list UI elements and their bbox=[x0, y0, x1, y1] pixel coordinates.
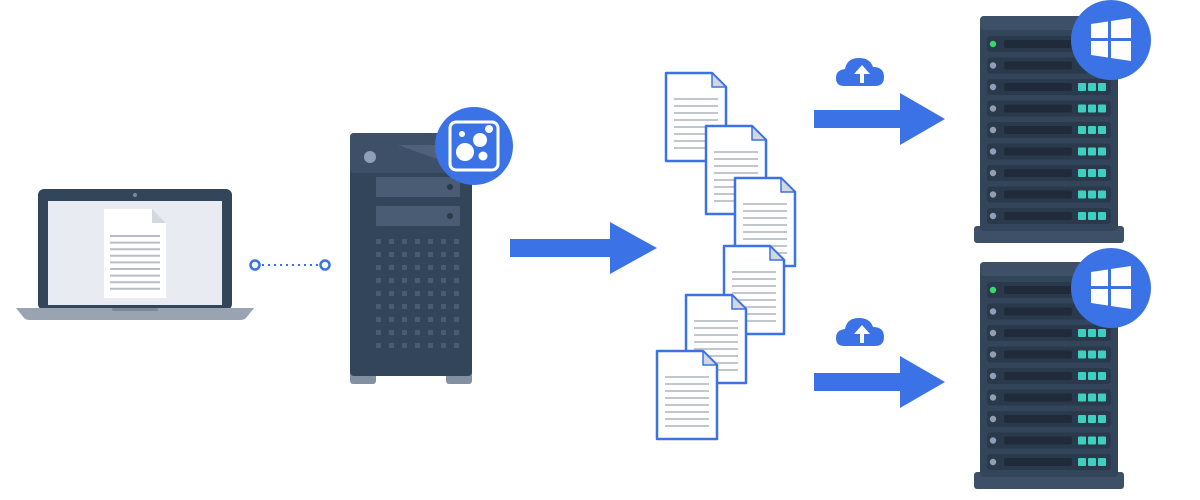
laptop-icon bbox=[16, 189, 254, 320]
arrow-right-icon bbox=[814, 93, 945, 145]
windows-logo-icon bbox=[1071, 248, 1151, 328]
windows-logo-icon bbox=[1071, 0, 1151, 80]
rack-server-icon bbox=[974, 16, 1124, 243]
cloud-upload-icon bbox=[836, 318, 884, 346]
arrow-right-icon bbox=[814, 356, 945, 408]
dotted-link-icon bbox=[249, 259, 331, 271]
bubbles-app-icon bbox=[435, 107, 513, 185]
cloud-upload-icon bbox=[836, 58, 884, 86]
arrow-right-icon bbox=[510, 222, 657, 274]
document-icon bbox=[104, 209, 166, 298]
document-stack-icon bbox=[655, 71, 797, 441]
rack-server-icon bbox=[974, 262, 1124, 489]
document-icon bbox=[655, 349, 719, 441]
